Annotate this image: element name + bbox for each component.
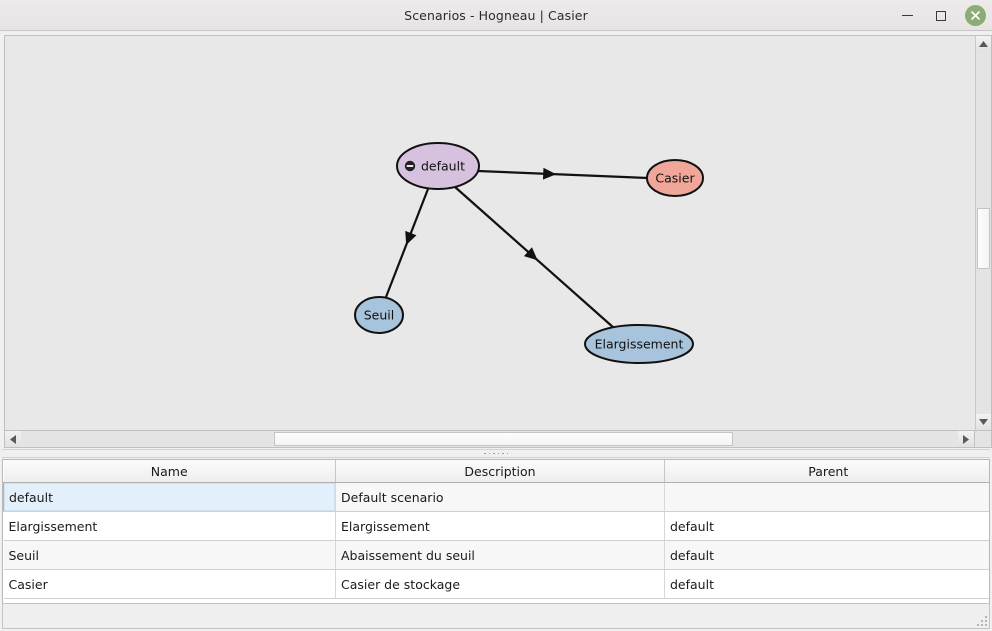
graph-horizontal-scrollbar-row xyxy=(4,431,992,448)
cell-name[interactable]: Elargissement xyxy=(3,511,336,541)
minimize-button[interactable] xyxy=(897,6,917,26)
table-header-row: Name Description Parent xyxy=(3,460,989,483)
resize-grip-icon[interactable] xyxy=(975,614,987,626)
triangle-up-icon xyxy=(979,41,988,47)
cell-name[interactable]: Casier xyxy=(3,569,336,599)
edge-arrowhead-icon xyxy=(542,167,557,180)
triangle-right-icon xyxy=(963,434,969,444)
graph-node-label: default xyxy=(421,159,465,174)
horizontal-scroll-track[interactable] xyxy=(21,431,958,447)
graph-node-label: Seuil xyxy=(364,308,395,323)
cell-description[interactable]: Default scenario xyxy=(335,482,665,512)
circle-minus-icon[interactable] xyxy=(404,160,416,172)
edge-arrowhead-icon xyxy=(405,230,417,246)
cell-parent[interactable] xyxy=(664,482,989,512)
cell-parent[interactable]: default xyxy=(664,540,989,570)
window-title: Scenarios - Hogneau | Casier xyxy=(404,7,588,23)
scroll-up-arrow[interactable] xyxy=(976,36,991,52)
graph-node-label: Elargissement xyxy=(595,337,684,352)
column-header-name[interactable]: Name xyxy=(3,460,336,483)
horizontal-scroll-thumb[interactable] xyxy=(273,432,734,446)
maximize-button[interactable] xyxy=(931,6,951,26)
cell-description[interactable]: Casier de stockage xyxy=(335,569,665,599)
vertical-scroll-thumb[interactable] xyxy=(977,207,990,270)
scroll-down-arrow[interactable] xyxy=(976,414,991,430)
splitter-grip-icon xyxy=(484,452,508,455)
column-header-description[interactable]: Description xyxy=(335,460,665,483)
graph-edge[interactable] xyxy=(384,188,430,298)
cell-parent[interactable]: default xyxy=(664,569,989,599)
vertical-scroll-track[interactable] xyxy=(976,52,991,414)
column-header-parent[interactable]: Parent xyxy=(664,460,989,483)
close-icon xyxy=(971,11,980,20)
graph-node-elargissement[interactable]: Elargissement xyxy=(584,324,694,364)
close-button[interactable] xyxy=(965,5,986,26)
cell-description[interactable]: Elargissement xyxy=(335,511,665,541)
window-titlebar: Scenarios - Hogneau | Casier xyxy=(0,0,992,31)
window-controls xyxy=(897,0,986,31)
cell-name[interactable]: Seuil xyxy=(3,540,336,570)
cell-name[interactable]: default xyxy=(3,482,336,512)
edge-arrowhead-icon xyxy=(523,247,538,261)
panel-splitter[interactable] xyxy=(0,448,992,459)
triangle-left-icon xyxy=(10,434,16,444)
graph-node-default[interactable]: default xyxy=(396,142,480,190)
graph-node-seuil[interactable]: Seuil xyxy=(354,296,404,334)
status-bar xyxy=(2,603,990,629)
graph-edge[interactable] xyxy=(454,186,615,329)
cell-parent[interactable]: default xyxy=(664,511,989,541)
graph-node-casier[interactable]: Casier xyxy=(646,159,704,197)
scrollbar-corner xyxy=(975,431,992,448)
cell-description[interactable]: Abaissement du seuil xyxy=(335,540,665,570)
triangle-down-icon xyxy=(979,419,988,425)
graph-node-label: Casier xyxy=(655,171,695,186)
graph-edge[interactable] xyxy=(477,167,649,181)
table-empty-area xyxy=(3,599,989,603)
graph-vertical-scrollbar[interactable] xyxy=(975,35,992,431)
graph-horizontal-scrollbar[interactable] xyxy=(4,431,975,448)
scroll-left-arrow[interactable] xyxy=(5,431,21,447)
scroll-right-arrow[interactable] xyxy=(958,431,974,447)
